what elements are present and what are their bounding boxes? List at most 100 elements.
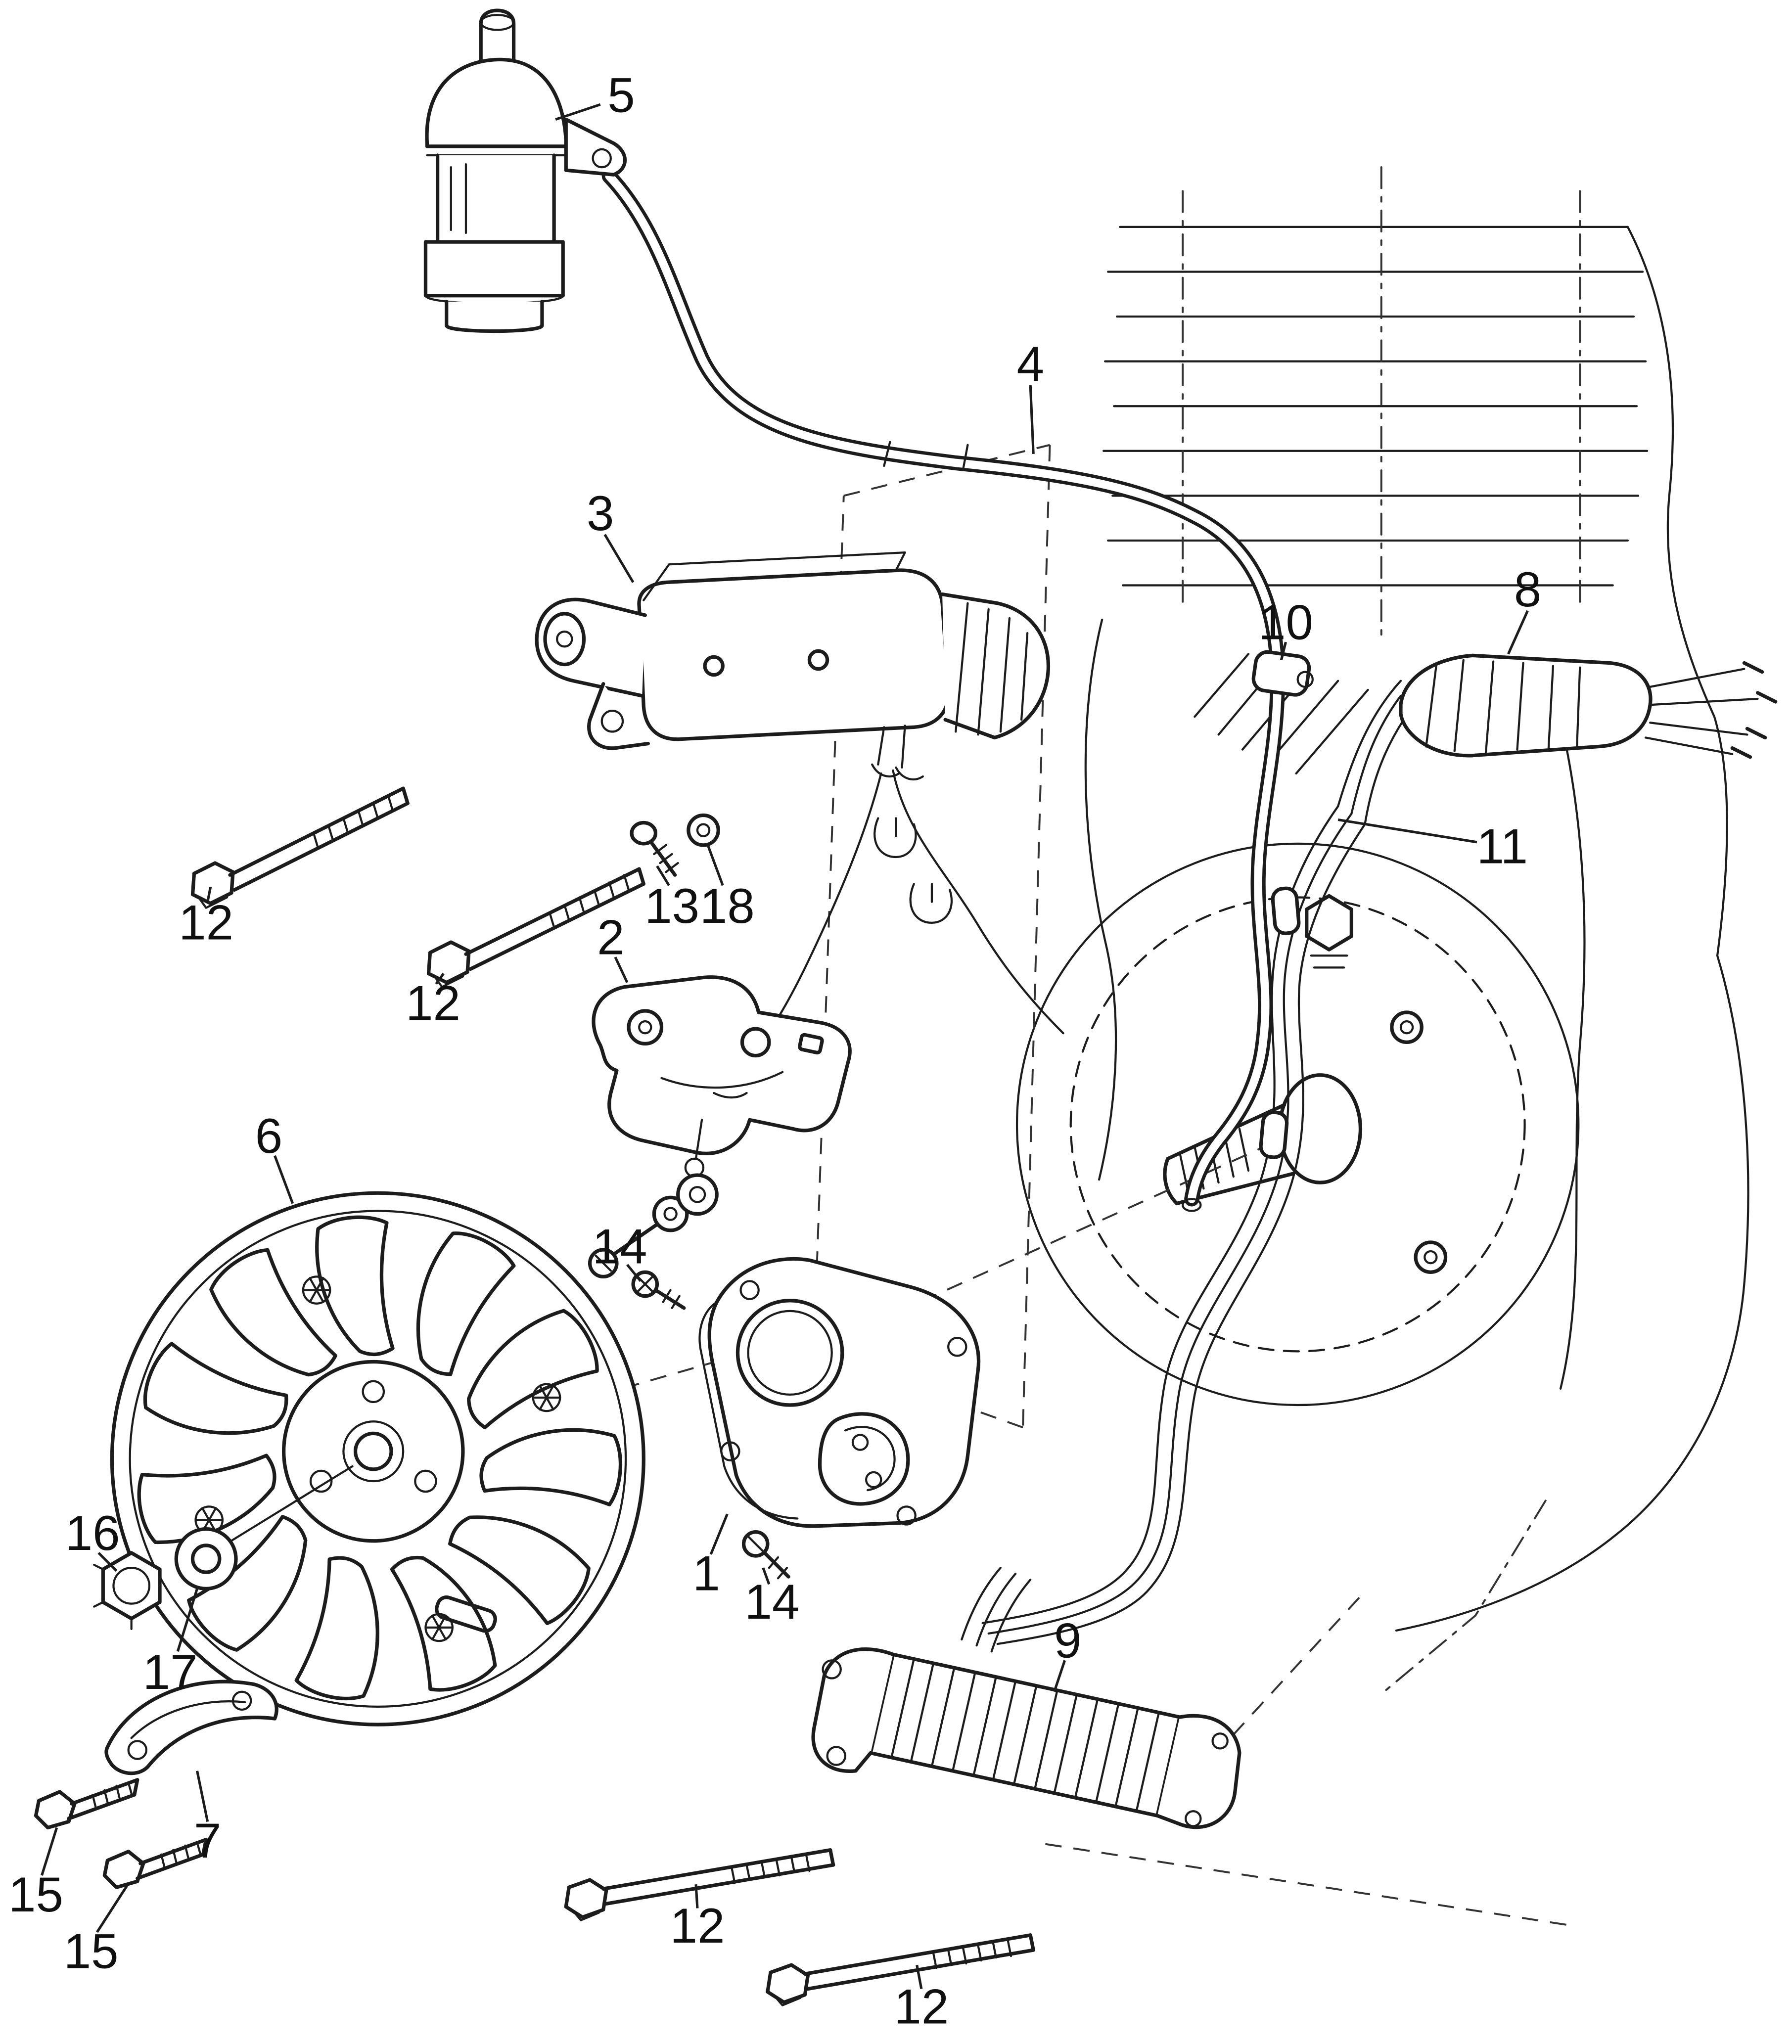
callout-14b: 14	[744, 1575, 799, 1630]
wire-clip	[909, 883, 953, 924]
engine-left-outline	[1084, 618, 1117, 1181]
bolt-threads	[932, 1940, 1012, 1969]
callout-9-leader	[1053, 1660, 1066, 1692]
bolt-head-depth	[197, 896, 229, 909]
breaker-pivot-hole	[638, 1020, 652, 1035]
callout-11-leader	[1337, 818, 1477, 844]
pump-body	[435, 153, 556, 244]
pump-nipple	[479, 8, 516, 65]
tube-end-opening	[1182, 1198, 1202, 1212]
part-4-fuel-tube	[601, 169, 1285, 1212]
coil-lug-hole	[600, 710, 624, 733]
screw-shaft	[763, 1551, 790, 1579]
bolt-threads	[548, 874, 630, 929]
harness-tie	[1271, 886, 1301, 935]
screw-threads	[662, 1289, 681, 1309]
adjust-slot	[713, 1091, 748, 1099]
hub-boss	[342, 1420, 405, 1483]
coil-windings	[890, 1658, 1160, 1813]
screw-shaft	[612, 1223, 659, 1256]
screw-slot	[595, 1255, 612, 1272]
bolt-head	[34, 1790, 77, 1830]
bolt-threads	[312, 795, 394, 849]
breaker-pivot	[627, 1009, 664, 1046]
breaker-base-plate	[592, 975, 852, 1155]
center-hole	[353, 1431, 393, 1471]
pump-bottom-stub	[445, 300, 544, 333]
crankcase-circle	[1015, 842, 1580, 1407]
callout-15b-leader	[96, 1885, 128, 1933]
callout-13: 13	[644, 879, 699, 934]
washer-hole	[696, 823, 711, 837]
coil-screw	[703, 655, 725, 677]
nut-hole	[112, 1567, 151, 1605]
washer	[652, 1195, 689, 1232]
callout-8: 8	[1514, 562, 1541, 617]
cylinder-centerlines	[1182, 166, 1581, 643]
part-18-washer	[687, 813, 720, 847]
clamp-screw	[1296, 671, 1314, 688]
bracket-hole	[127, 1740, 147, 1760]
callout-12a: 12	[179, 895, 233, 950]
washer-hole	[663, 1207, 678, 1221]
boss-hole	[865, 1471, 882, 1489]
screw-shaft	[653, 1288, 686, 1310]
part-7-bracket	[104, 1680, 278, 1775]
coil-lug	[587, 682, 650, 750]
callout-17: 17	[143, 1645, 198, 1700]
stud-end-center	[1399, 1020, 1414, 1035]
hub-hole	[309, 1469, 333, 1493]
projection-frame	[813, 444, 1051, 1429]
callout-12c-leader	[694, 1884, 699, 1908]
callout-12b: 12	[406, 976, 460, 1031]
hub-hole	[362, 1380, 385, 1404]
bolt-shaft	[228, 786, 410, 892]
stator-mount-hole	[826, 1746, 846, 1766]
harness-wire	[996, 823, 1366, 1645]
callout-6-leader	[274, 1155, 294, 1204]
washer-hole	[190, 1544, 222, 1574]
coil-terminal-clips	[871, 763, 924, 781]
part-15-bolt-a	[34, 1778, 139, 1830]
crank-boss	[1278, 1073, 1363, 1184]
cover-screw-hole	[947, 1337, 967, 1357]
callout-12c: 12	[670, 1899, 725, 1953]
engine-right-outline	[1395, 226, 1749, 1632]
breaker-spring	[660, 1071, 784, 1089]
stator-mount-hole	[1185, 1810, 1202, 1827]
part-1-cover	[698, 1257, 981, 1528]
callout-2: 2	[597, 910, 624, 965]
part-6-flywheel	[110, 1191, 645, 1726]
stator-lead-wires	[961, 1567, 1032, 1653]
nut-hex	[101, 1551, 162, 1621]
stator-mount-hole	[822, 1659, 842, 1680]
callout-12d: 12	[894, 1979, 949, 2034]
part-14-screw-a	[631, 1270, 686, 1310]
bolt-head	[426, 940, 471, 985]
bolt-head-depth	[433, 975, 464, 988]
part-12-bolt-b	[426, 867, 645, 988]
part-8-connector-boot	[1337, 653, 1778, 825]
part-16-nut	[93, 1551, 162, 1631]
callout-1-leader	[709, 1513, 729, 1555]
coil-bracket-hole	[556, 630, 573, 648]
callout-14b-leader	[762, 1567, 771, 1585]
hub-hole	[414, 1469, 437, 1493]
callout-3: 3	[587, 486, 614, 541]
bracket-edge	[130, 1700, 246, 1739]
connector-wires	[1645, 668, 1759, 755]
washer-hole	[689, 1186, 706, 1203]
coil-terminals	[877, 725, 906, 769]
bolt-tip	[828, 1848, 835, 1867]
boot-body	[1399, 653, 1653, 758]
bolt-tip	[401, 786, 410, 805]
flywheel-fins	[135, 1215, 626, 1707]
callout-15a: 15	[8, 1867, 63, 1922]
part-12-bolt-c	[564, 1848, 835, 1921]
callout-5: 5	[607, 68, 635, 123]
boss-hole	[851, 1434, 869, 1451]
callout-7-leader	[196, 1771, 209, 1822]
callout-16-leader	[97, 1552, 118, 1572]
callout-12b-leader	[435, 973, 445, 985]
